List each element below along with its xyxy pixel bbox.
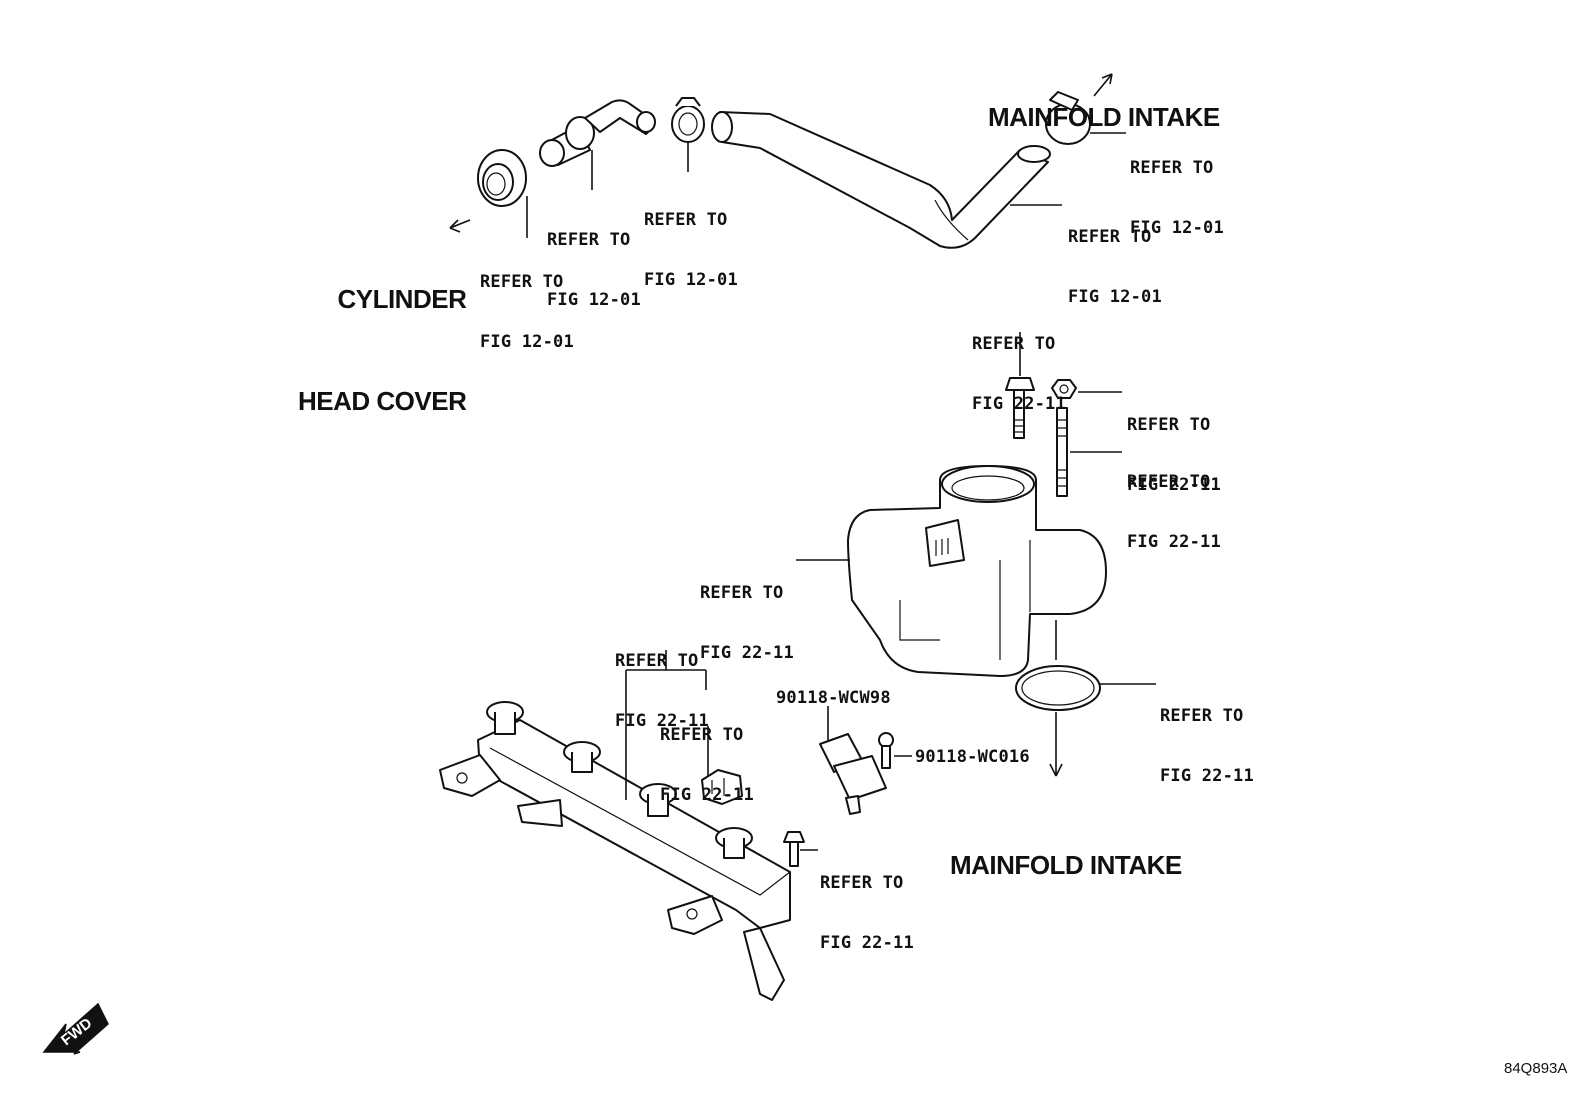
arrow-manifold-intake-top xyxy=(1093,73,1113,97)
cylinder-head-cover-label: CYLINDER HEAD COVER xyxy=(298,214,467,452)
callout-rail-clip: REFER TO FIG 22-11 xyxy=(660,685,754,825)
cylinder-head-cover-line1: CYLINDER xyxy=(337,284,467,314)
leader-fuel-rail xyxy=(625,650,707,800)
fuel-rail xyxy=(439,701,791,1001)
callout-hose-clamp-line2: FIG 12-01 xyxy=(644,270,738,290)
document-id: 84Q893A xyxy=(1504,1060,1568,1077)
callout-intake-clamp: REFER TO FIG 12-01 xyxy=(1130,118,1224,258)
sensor-screw xyxy=(878,732,894,769)
part-number-map-sensor: 90118-WCW98 xyxy=(776,688,891,708)
bolt xyxy=(1005,377,1035,439)
map-sensor xyxy=(819,733,887,815)
callout-stud-line1: REFER TO xyxy=(1127,472,1211,492)
callout-gasket-line1: REFER TO xyxy=(1160,706,1244,726)
callout-ventilation-hose: REFER TO FIG 12-01 xyxy=(1068,187,1162,327)
manifold-intake-bottom-text: MAINFOLD INTAKE xyxy=(950,850,1182,880)
callout-bolt-line1: REFER TO xyxy=(972,334,1056,354)
callout-gasket-line2: FIG 22-11 xyxy=(1160,766,1254,786)
throttle-body xyxy=(847,465,1107,677)
callout-intake-clamp-line2: FIG 12-01 xyxy=(1130,218,1224,238)
callout-nut-line1: REFER TO xyxy=(1127,415,1211,435)
intake-clamp xyxy=(1045,91,1091,145)
callout-pcv-valve-line2: FIG 12-01 xyxy=(547,290,641,310)
callout-rail-bolt-line1: REFER TO xyxy=(820,873,904,893)
throttle-gasket xyxy=(1015,665,1101,711)
callout-pcv-valve: REFER TO FIG 12-01 xyxy=(547,190,641,330)
callout-gasket: REFER TO FIG 22-11 xyxy=(1160,666,1254,806)
callout-nut-line2: FIG 22-11 xyxy=(1127,475,1221,495)
callout-grommet: REFER TO FIG 12-01 xyxy=(480,232,574,372)
callout-rail-bolt: REFER TO FIG 22-11 xyxy=(820,833,914,973)
callout-fuel-rail-line1: REFER TO xyxy=(615,651,699,671)
callout-grommet-line1: REFER TO xyxy=(480,272,564,292)
callout-bolt: REFER TO FIG 22-11 xyxy=(972,294,1066,434)
callout-intake-clamp-line1: REFER TO xyxy=(1130,158,1214,178)
cylinder-head-cover-line2: HEAD COVER xyxy=(298,386,467,416)
callout-nut: REFER TO FIG 22-11 xyxy=(1127,375,1221,515)
callout-stud: REFER TO FIG 22-11 xyxy=(1127,432,1221,572)
callout-throttle-body: REFER TO FIG 22-11 xyxy=(700,543,794,683)
callout-bolt-line2: FIG 22-11 xyxy=(972,394,1066,414)
ventilation-hose xyxy=(711,111,1051,249)
callout-fuel-rail: REFER TO FIG 22-11 xyxy=(615,611,709,751)
callout-rail-clip-line2: FIG 22-11 xyxy=(660,785,754,805)
part-number-sensor-screw: 90118-WC016 xyxy=(915,747,1030,767)
callout-ventilation-hose-line1: REFER TO xyxy=(1068,227,1152,247)
callout-rail-bolt-line2: FIG 22-11 xyxy=(820,933,914,953)
callout-hose-clamp: REFER TO FIG 12-01 xyxy=(644,170,738,310)
callout-throttle-body-line2: FIG 22-11 xyxy=(700,643,794,663)
manifold-intake-bottom-label: MAINFOLD INTAKE xyxy=(950,780,1182,916)
manifold-intake-top-text: MAINFOLD INTAKE xyxy=(988,102,1220,132)
rail-bolt xyxy=(783,831,805,867)
nut xyxy=(1051,379,1077,399)
callout-rail-clip-line1: REFER TO xyxy=(660,725,744,745)
stud xyxy=(1056,407,1068,497)
arrow-cylinder-head-cover xyxy=(449,219,471,233)
callout-stud-line2: FIG 22-11 xyxy=(1127,532,1221,552)
pcv-grommet xyxy=(477,149,527,207)
hose-clamp xyxy=(671,97,705,143)
callout-grommet-line2: FIG 12-01 xyxy=(480,332,574,352)
callout-throttle-body-line1: REFER TO xyxy=(700,583,784,603)
rail-clip xyxy=(701,769,743,805)
fwd-direction-badge: FWD xyxy=(42,1002,109,1055)
pcv-valve xyxy=(539,99,656,167)
callout-hose-clamp-line1: REFER TO xyxy=(644,210,728,230)
manifold-intake-top-label: MAINFOLD INTAKE xyxy=(988,32,1220,168)
arrow-manifold-intake-bottom xyxy=(1049,620,1063,777)
callout-ventilation-hose-line2: FIG 12-01 xyxy=(1068,287,1162,307)
callout-pcv-valve-line1: REFER TO xyxy=(547,230,631,250)
callout-fuel-rail-line2: FIG 22-11 xyxy=(615,711,709,731)
